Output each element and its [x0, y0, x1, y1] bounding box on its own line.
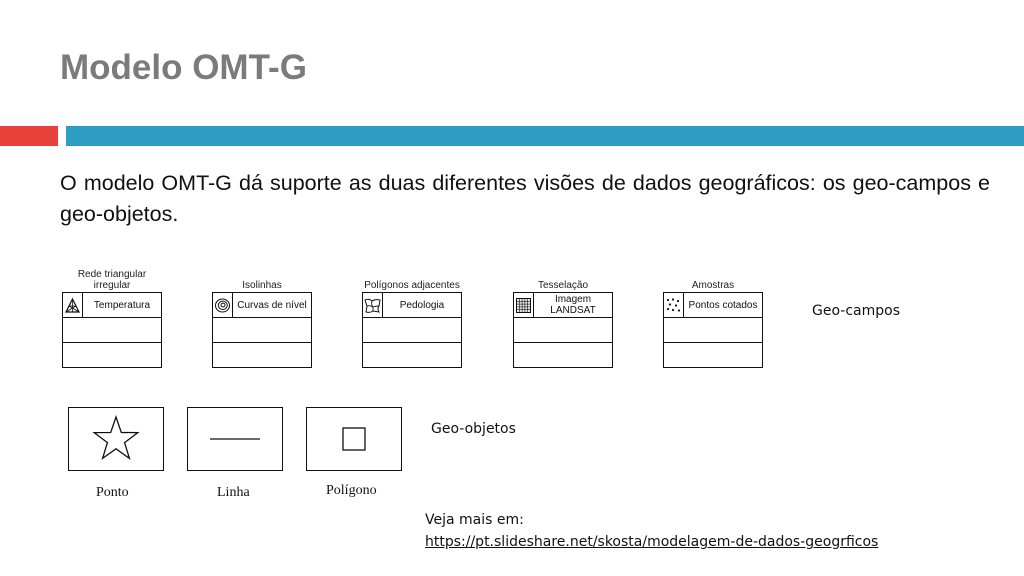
field-attributes-row: [63, 317, 161, 342]
slide-title: Modelo OMT-G: [60, 48, 307, 87]
field-class-isolines: Isolinhas Curvas de nível: [212, 257, 312, 368]
contour-lines-icon: [213, 293, 233, 317]
field-class-tin: Rede triangular irregular Temperatura: [62, 257, 162, 368]
field-class-samples: Amostras Pontos cotados: [663, 257, 763, 368]
field-operations-row: [664, 342, 762, 367]
geo-campos-label: Geo-campos: [812, 303, 900, 319]
field-attributes-row: [213, 317, 311, 342]
accent-bar-blue: [66, 126, 1024, 146]
field-table: Pontos cotados: [663, 292, 763, 368]
field-caption: Amostras: [691, 280, 735, 291]
field-operations-row: [63, 342, 161, 367]
triangle-network-icon: [63, 293, 83, 317]
object-caption-polygon: Polígono: [326, 483, 377, 498]
object-box-polygon: [306, 407, 402, 471]
field-caption: Rede triangular irregular: [77, 269, 147, 291]
square-icon: [342, 427, 366, 451]
star-icon: [92, 414, 140, 461]
adjacent-polygons-icon: [363, 293, 383, 317]
object-caption-point: Ponto: [96, 485, 129, 500]
field-name: Curvas de nível: [237, 299, 307, 311]
geo-objetos-label: Geo-objetos: [431, 421, 516, 437]
reference-link[interactable]: https://pt.slideshare.net/skosta/modelag…: [425, 534, 879, 550]
object-box-point: [68, 407, 164, 471]
field-operations-row: [514, 342, 612, 367]
field-name: Temperatura: [93, 299, 151, 311]
sample-points-icon: [664, 293, 684, 317]
field-class-adjacent-polygons: Polígonos adjacentes Pedologia: [362, 257, 462, 368]
field-caption: Tesselação: [537, 280, 589, 291]
object-box-line: [187, 407, 283, 471]
object-caption-line: Linha: [217, 485, 250, 500]
field-caption: Polígonos adjacentes: [364, 280, 460, 291]
field-table: Pedologia: [362, 292, 462, 368]
field-operations-row: [363, 342, 461, 367]
accent-bar-red: [0, 126, 58, 146]
field-attributes-row: [363, 317, 461, 342]
field-name: Imagem LANDSAT: [550, 294, 596, 316]
field-table: Temperatura: [62, 292, 162, 368]
grid-tessellation-icon: [514, 293, 534, 317]
field-name: Pontos cotados: [688, 299, 758, 311]
field-table: Imagem LANDSAT: [513, 292, 613, 368]
field-operations-row: [213, 342, 311, 367]
line-icon: [210, 438, 260, 440]
field-attributes-row: [664, 317, 762, 342]
field-attributes-row: [514, 317, 612, 342]
field-name: Pedologia: [399, 299, 445, 311]
field-caption: Isolinhas: [242, 280, 282, 291]
intro-paragraph: O modelo OMT-G dá suporte as duas difere…: [60, 171, 990, 226]
see-more-label: Veja mais em:: [425, 512, 524, 528]
field-class-tessellation: Tesselação Imagem LANDSAT: [513, 257, 613, 368]
field-table: Curvas de nível: [212, 292, 312, 368]
